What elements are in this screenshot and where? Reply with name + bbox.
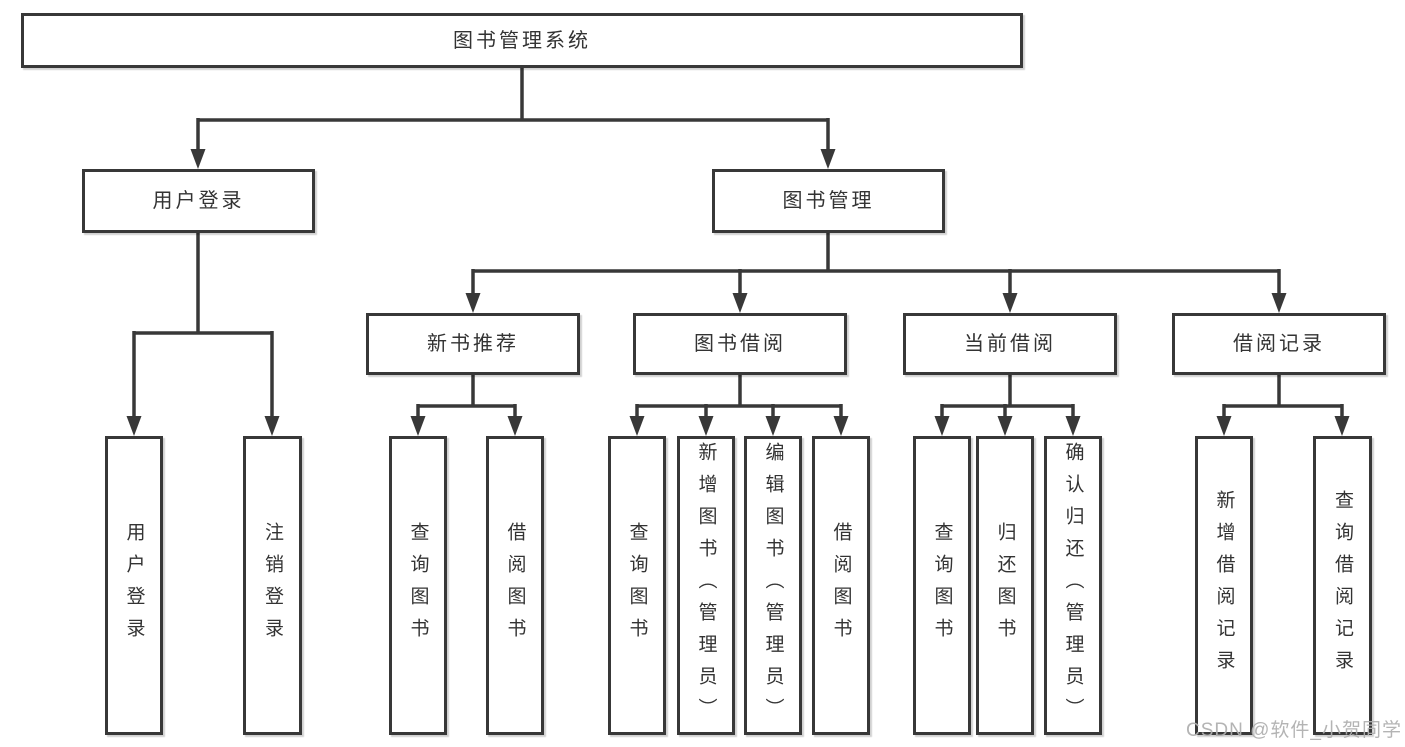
node-book-management-label: 图书管理 — [782, 190, 875, 212]
arrowhead — [820, 149, 836, 169]
arrowhead — [1334, 416, 1350, 436]
edge-book-borrow-children — [635, 373, 843, 418]
node-book-management: 图书管理 — [712, 169, 945, 233]
arrowhead — [1216, 416, 1232, 436]
node-borrow-records: 借阅记录 — [1172, 313, 1386, 375]
arrowhead — [465, 293, 481, 313]
node-book-borrow: 图书借阅 — [633, 313, 847, 375]
node-leaf-confirm-return-admin: 确认归还（管理员） — [1044, 436, 1102, 735]
arrowhead — [190, 149, 206, 169]
node-leaf-add-book-admin-label: 新增图书（管理员） — [695, 441, 717, 730]
arrowhead — [410, 416, 426, 436]
arrowhead — [997, 416, 1013, 436]
node-leaf-query-borrow-record-label: 查询借阅记录 — [1332, 489, 1353, 682]
edge-current-borrow-children — [940, 373, 1075, 418]
node-leaf-query-books-current: 查询图书 — [913, 436, 971, 735]
node-leaf-user-login: 用户登录 — [105, 436, 163, 735]
arrowhead — [1002, 293, 1018, 313]
arrowhead — [934, 416, 950, 436]
arrowhead — [732, 293, 748, 313]
arrowhead — [126, 416, 142, 436]
arrowhead — [833, 416, 849, 436]
node-root: 图书管理系统 — [21, 13, 1023, 68]
node-leaf-query-books-recommend: 查询图书 — [389, 436, 447, 735]
edge-root-to-level2 — [196, 66, 830, 151]
node-leaf-borrow-books-recommend: 借阅图书 — [486, 436, 544, 735]
node-leaf-logout-label: 注销登录 — [262, 521, 283, 650]
node-leaf-confirm-return-admin-label: 确认归还（管理员） — [1062, 441, 1084, 730]
node-leaf-borrow-books-recommend-label: 借阅图书 — [504, 521, 526, 650]
node-user-login-label: 用户登录 — [152, 190, 245, 212]
arrowhead — [1065, 416, 1081, 436]
arrowheads-user-login-children — [126, 416, 280, 436]
node-leaf-borrow-books-label: 借阅图书 — [830, 521, 852, 650]
node-leaf-query-books-borrow: 查询图书 — [608, 436, 666, 735]
arrowhead — [629, 416, 645, 436]
node-current-borrow: 当前借阅 — [903, 313, 1117, 375]
node-leaf-return-book: 归还图书 — [976, 436, 1034, 735]
node-leaf-add-borrow-record-label: 新增借阅记录 — [1213, 489, 1235, 682]
arrowheads-level3 — [465, 293, 1287, 313]
node-new-book-recommend: 新书推荐 — [366, 313, 580, 375]
node-leaf-user-login-label: 用户登录 — [123, 521, 145, 650]
node-new-book-recommend-label: 新书推荐 — [427, 333, 519, 355]
node-leaf-borrow-books: 借阅图书 — [812, 436, 870, 735]
edge-borrow-records-children — [1222, 373, 1344, 418]
edge-new-book-recommend-children — [416, 373, 517, 418]
edge-user-login-children — [132, 231, 274, 418]
arrowhead — [507, 416, 523, 436]
node-leaf-logout: 注销登录 — [243, 436, 302, 735]
node-user-login: 用户登录 — [82, 169, 315, 233]
arrowhead — [1271, 293, 1287, 313]
arrowhead — [765, 416, 781, 436]
node-current-borrow-label: 当前借阅 — [964, 333, 1056, 355]
arrowheads-level2 — [190, 149, 836, 169]
arrowheads-leaves — [410, 416, 1350, 436]
node-leaf-edit-book-admin-label: 编辑图书（管理员） — [762, 441, 784, 730]
node-book-borrow-label: 图书借阅 — [694, 333, 786, 355]
node-leaf-add-book-admin: 新增图书（管理员） — [677, 436, 735, 735]
node-leaf-edit-book-admin: 编辑图书（管理员） — [744, 436, 802, 735]
arrowhead — [698, 416, 714, 436]
node-leaf-return-book-label: 归还图书 — [994, 521, 1016, 650]
node-leaf-query-borrow-record: 查询借阅记录 — [1313, 436, 1372, 735]
node-leaf-query-books-recommend-label: 查询图书 — [407, 521, 429, 650]
arrowhead — [264, 416, 280, 436]
node-root-label: 图书管理系统 — [453, 29, 591, 52]
node-leaf-query-books-current-label: 查询图书 — [931, 521, 953, 650]
node-leaf-add-borrow-record: 新增借阅记录 — [1195, 436, 1253, 735]
node-borrow-records-label: 借阅记录 — [1233, 333, 1325, 355]
node-leaf-query-books-borrow-label: 查询图书 — [626, 521, 648, 650]
csdn-watermark: CSDN @软件_小贺同学 — [1186, 720, 1402, 741]
edge-book-management-children — [471, 231, 1281, 294]
